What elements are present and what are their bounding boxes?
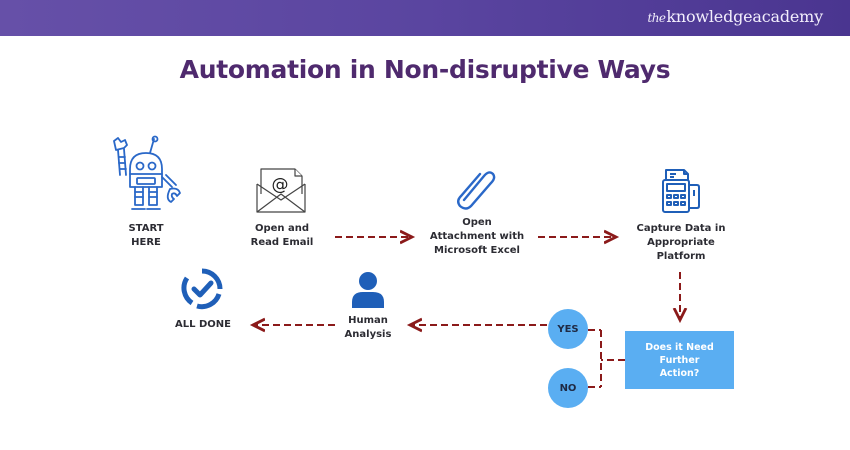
pos-terminal-icon — [662, 169, 700, 213]
capture-label-line3: Platform — [656, 251, 706, 262]
attachment-label-line2: Attachment with — [429, 231, 525, 242]
email-label-line2: Read Email — [250, 237, 314, 248]
robot-icon — [113, 135, 181, 210]
svg-text:@: @ — [272, 175, 289, 195]
decision-label-line3: Action? — [659, 367, 700, 379]
open-read-email-label: Open and Read Email — [236, 222, 328, 250]
brand-logo: theknowledgeacademy — [648, 7, 824, 26]
brand-prefix: the — [647, 11, 666, 25]
decision-label-line1: Does it Need — [645, 341, 714, 353]
attachment-label-line3: Microsoft Excel — [434, 245, 520, 256]
human-label-line2: Analysis — [344, 329, 392, 340]
email-envelope-icon: @ — [256, 168, 306, 213]
human-label-line1: Human — [348, 315, 388, 326]
human-analysis-label: Human Analysis — [334, 314, 402, 342]
no-circle: NO — [548, 368, 588, 408]
start-here-label: START HERE — [108, 222, 184, 250]
user-icon — [352, 272, 384, 308]
start-label-line2: HERE — [131, 237, 161, 248]
connector-decision-to-yes-no — [588, 329, 625, 388]
start-label-line1: START — [128, 223, 164, 234]
no-label: NO — [559, 382, 577, 394]
page-title: Automation in Non-disruptive Ways — [179, 55, 671, 84]
paperclip-icon — [457, 171, 496, 210]
attachment-label-line1: Open — [462, 217, 492, 228]
capture-label-line2: Appropriate — [647, 237, 715, 248]
brand-name: knowledgeacademy — [666, 7, 823, 26]
decision-further-action-box: Does it Need Further Action? — [625, 331, 734, 389]
yes-label: YES — [557, 323, 579, 335]
email-label-line1: Open and — [254, 223, 310, 234]
yes-circle: YES — [548, 309, 588, 349]
header-banner: theknowledgeacademy — [0, 0, 850, 36]
decision-label-line2: Further — [659, 354, 700, 366]
capture-data-label: Capture Data in Appropriate Platform — [626, 222, 736, 264]
open-attachment-label: Open Attachment with Microsoft Excel — [420, 216, 534, 258]
capture-label-line1: Capture Data in — [636, 223, 726, 234]
check-circle-icon — [181, 268, 223, 310]
done-label: ALL DONE — [175, 319, 231, 330]
all-done-label: ALL DONE — [166, 318, 240, 332]
